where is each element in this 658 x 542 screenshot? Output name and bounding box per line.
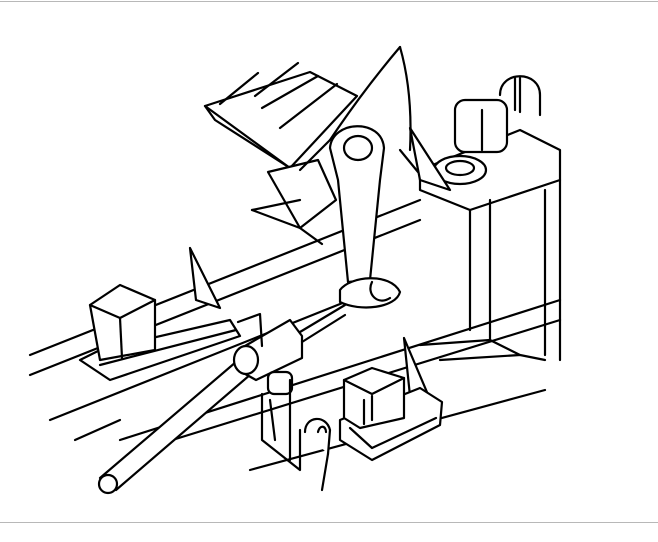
lower-flap bbox=[266, 158, 338, 230]
left-block bbox=[88, 283, 157, 362]
bottom-rule bbox=[0, 522, 658, 523]
top-rule bbox=[0, 1, 658, 2]
right-frame bbox=[418, 128, 562, 362]
lower-right-block bbox=[342, 366, 406, 430]
upper-right-mount bbox=[408, 75, 542, 192]
upper-flap bbox=[203, 70, 359, 170]
lever-arm bbox=[328, 125, 402, 309]
hanger-bracket bbox=[260, 370, 332, 492]
hook bbox=[303, 417, 332, 456]
lever-body bbox=[328, 125, 386, 284]
left-mount bbox=[78, 246, 242, 382]
rod-collar bbox=[232, 303, 347, 382]
upper-flap-group bbox=[203, 61, 359, 246]
lower-right-mount bbox=[338, 336, 444, 462]
pedestal bbox=[298, 45, 420, 174]
